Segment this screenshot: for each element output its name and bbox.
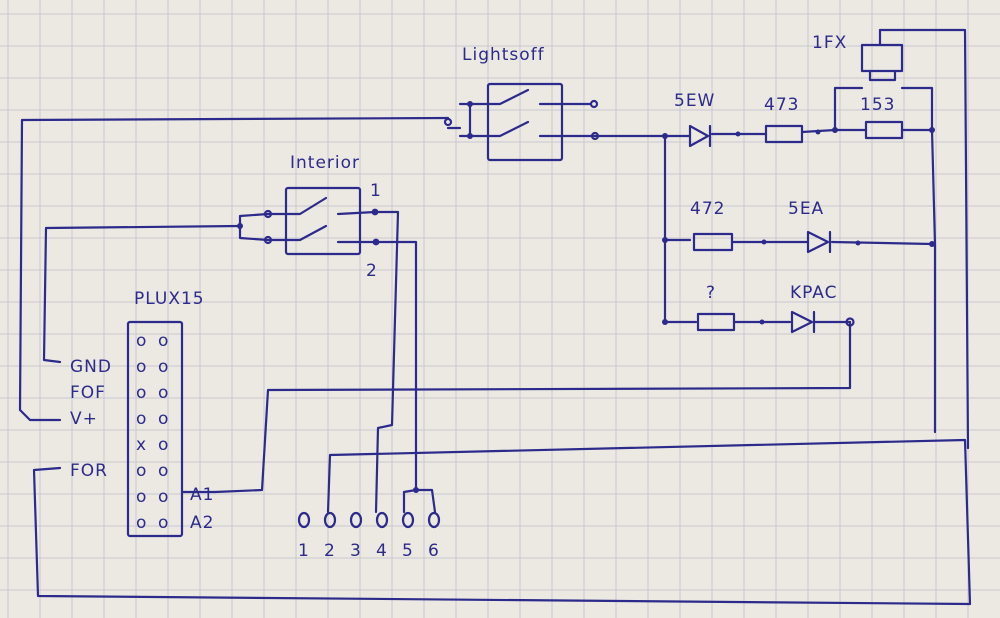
switch-position-2: 2: [366, 261, 378, 281]
terminal-pad: [375, 511, 389, 529]
lightsoff-label: Lightsoff: [462, 45, 545, 65]
terminal-number: 2: [324, 541, 336, 561]
pin-right: o: [158, 513, 169, 533]
terminal-number: 1: [298, 541, 310, 561]
pin-a2-label: A2: [190, 513, 214, 533]
pin-right: o: [158, 487, 169, 507]
terminal-pad: [349, 511, 363, 529]
pin-left: o: [136, 409, 147, 429]
diode-5ea: 5EA: [788, 199, 935, 254]
pin-left: o: [136, 487, 147, 507]
pin-left: o: [136, 461, 147, 481]
pin-left: o: [136, 357, 147, 377]
resistor-473: 473: [764, 95, 821, 144]
relay-label: 1FX: [812, 33, 847, 53]
interior-label: Interior: [290, 153, 360, 173]
pin-label: GND: [70, 357, 112, 377]
pin-a1-label: A1: [190, 485, 214, 505]
res-unknown-label: ?: [706, 283, 716, 303]
pin-label: FOF: [70, 383, 106, 403]
pin-label: V+: [70, 409, 98, 429]
resistor-153: 153: [860, 95, 904, 140]
diode-5ew-label: 5EW: [674, 91, 715, 111]
terminal-pad: [297, 511, 311, 529]
terminal-number: 3: [350, 541, 362, 561]
wires: [18, 28, 972, 606]
res-153-label: 153: [860, 95, 895, 115]
relay-1fx: 1FX: [812, 33, 904, 82]
resistor-unknown: ?: [662, 283, 765, 332]
junctions: [413, 127, 935, 493]
terminal-number: 4: [376, 541, 388, 561]
pin-left: o: [136, 331, 147, 351]
terminal-pad: [401, 511, 415, 529]
pin-right: o: [158, 357, 169, 377]
pin-right: o: [158, 383, 169, 403]
diode-5ew: 5EW: [674, 91, 741, 148]
pin-right: o: [158, 461, 169, 481]
res-473-label: 473: [764, 95, 799, 115]
connector-label: PLUX15: [134, 289, 205, 309]
pin-left: o: [136, 513, 147, 533]
pin-right: o: [158, 331, 169, 351]
pin-label: FOR: [70, 461, 108, 481]
pin-left: x: [136, 435, 147, 455]
switch-position-1: 1: [370, 181, 382, 201]
terminal-number: 5: [402, 541, 414, 561]
diode-kpac: KPAC: [790, 283, 855, 334]
diode-kpac-label: KPAC: [790, 283, 838, 303]
resistor-472: 472: [662, 199, 767, 252]
pin-right: o: [158, 409, 169, 429]
terminal-number: 6: [428, 541, 440, 561]
diode-5ea-label: 5EA: [788, 199, 824, 219]
pin-left: o: [136, 383, 147, 403]
lightsoff-switch: Lightsoff: [443, 45, 600, 162]
pin-right: o: [158, 435, 169, 455]
terminal-pad: [323, 511, 337, 529]
terminal-pad: [427, 511, 441, 529]
interior-switch: Interior 1 2: [237, 153, 382, 281]
res-472-label: 472: [690, 199, 725, 219]
